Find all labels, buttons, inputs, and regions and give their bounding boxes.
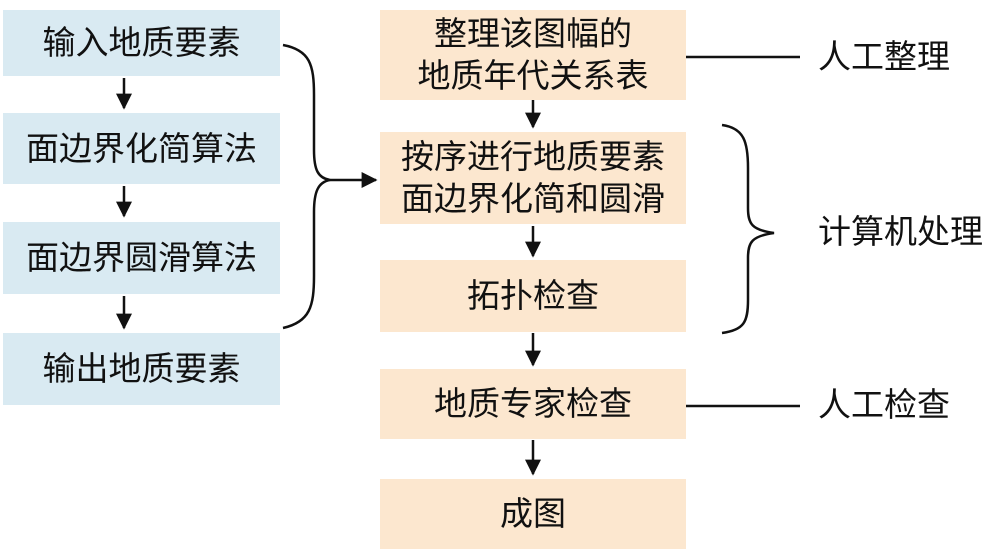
step-organize-table-line1: 整理该图幅的 bbox=[434, 14, 632, 53]
step-simplify-smooth: 按序进行地质要素 面边界化简和圆滑 bbox=[380, 132, 686, 224]
right-brace bbox=[721, 123, 775, 335]
left-step-output-label: 输出地质要素 bbox=[42, 349, 241, 388]
left-step-smooth-label: 面边界圆滑算法 bbox=[26, 238, 257, 277]
step-organize-table: 整理该图幅的 地质年代关系表 bbox=[380, 10, 686, 100]
step-expert-check: 地质专家检查 bbox=[380, 369, 686, 439]
step-topology-check-label: 拓扑检查 bbox=[467, 276, 599, 315]
step-topology-check: 拓扑检查 bbox=[380, 260, 686, 332]
step-simplify-smooth-line1: 按序进行地质要素 bbox=[401, 137, 665, 176]
left-step-simplify: 面边界化简算法 bbox=[3, 113, 280, 184]
step-final-map-label: 成图 bbox=[500, 494, 566, 533]
annotation-computer-processing: 计算机处理 bbox=[818, 212, 983, 251]
left-step-input: 输入地质要素 bbox=[3, 10, 280, 76]
step-simplify-smooth-line2: 面边界化简和圆滑 bbox=[401, 179, 665, 218]
step-expert-check-label: 地质专家检查 bbox=[434, 384, 632, 423]
annotation-manual-organize: 人工整理 bbox=[818, 37, 950, 76]
annotation-manual-check: 人工检查 bbox=[818, 385, 950, 424]
left-step-output: 输出地质要素 bbox=[3, 333, 280, 405]
left-step-input-label: 输入地质要素 bbox=[42, 23, 241, 62]
left-brace bbox=[282, 43, 331, 330]
step-organize-table-line2: 地质年代关系表 bbox=[417, 56, 649, 95]
left-step-smooth: 面边界圆滑算法 bbox=[3, 222, 280, 294]
left-step-simplify-label: 面边界化简算法 bbox=[26, 128, 257, 168]
step-final-map: 成图 bbox=[380, 479, 686, 549]
